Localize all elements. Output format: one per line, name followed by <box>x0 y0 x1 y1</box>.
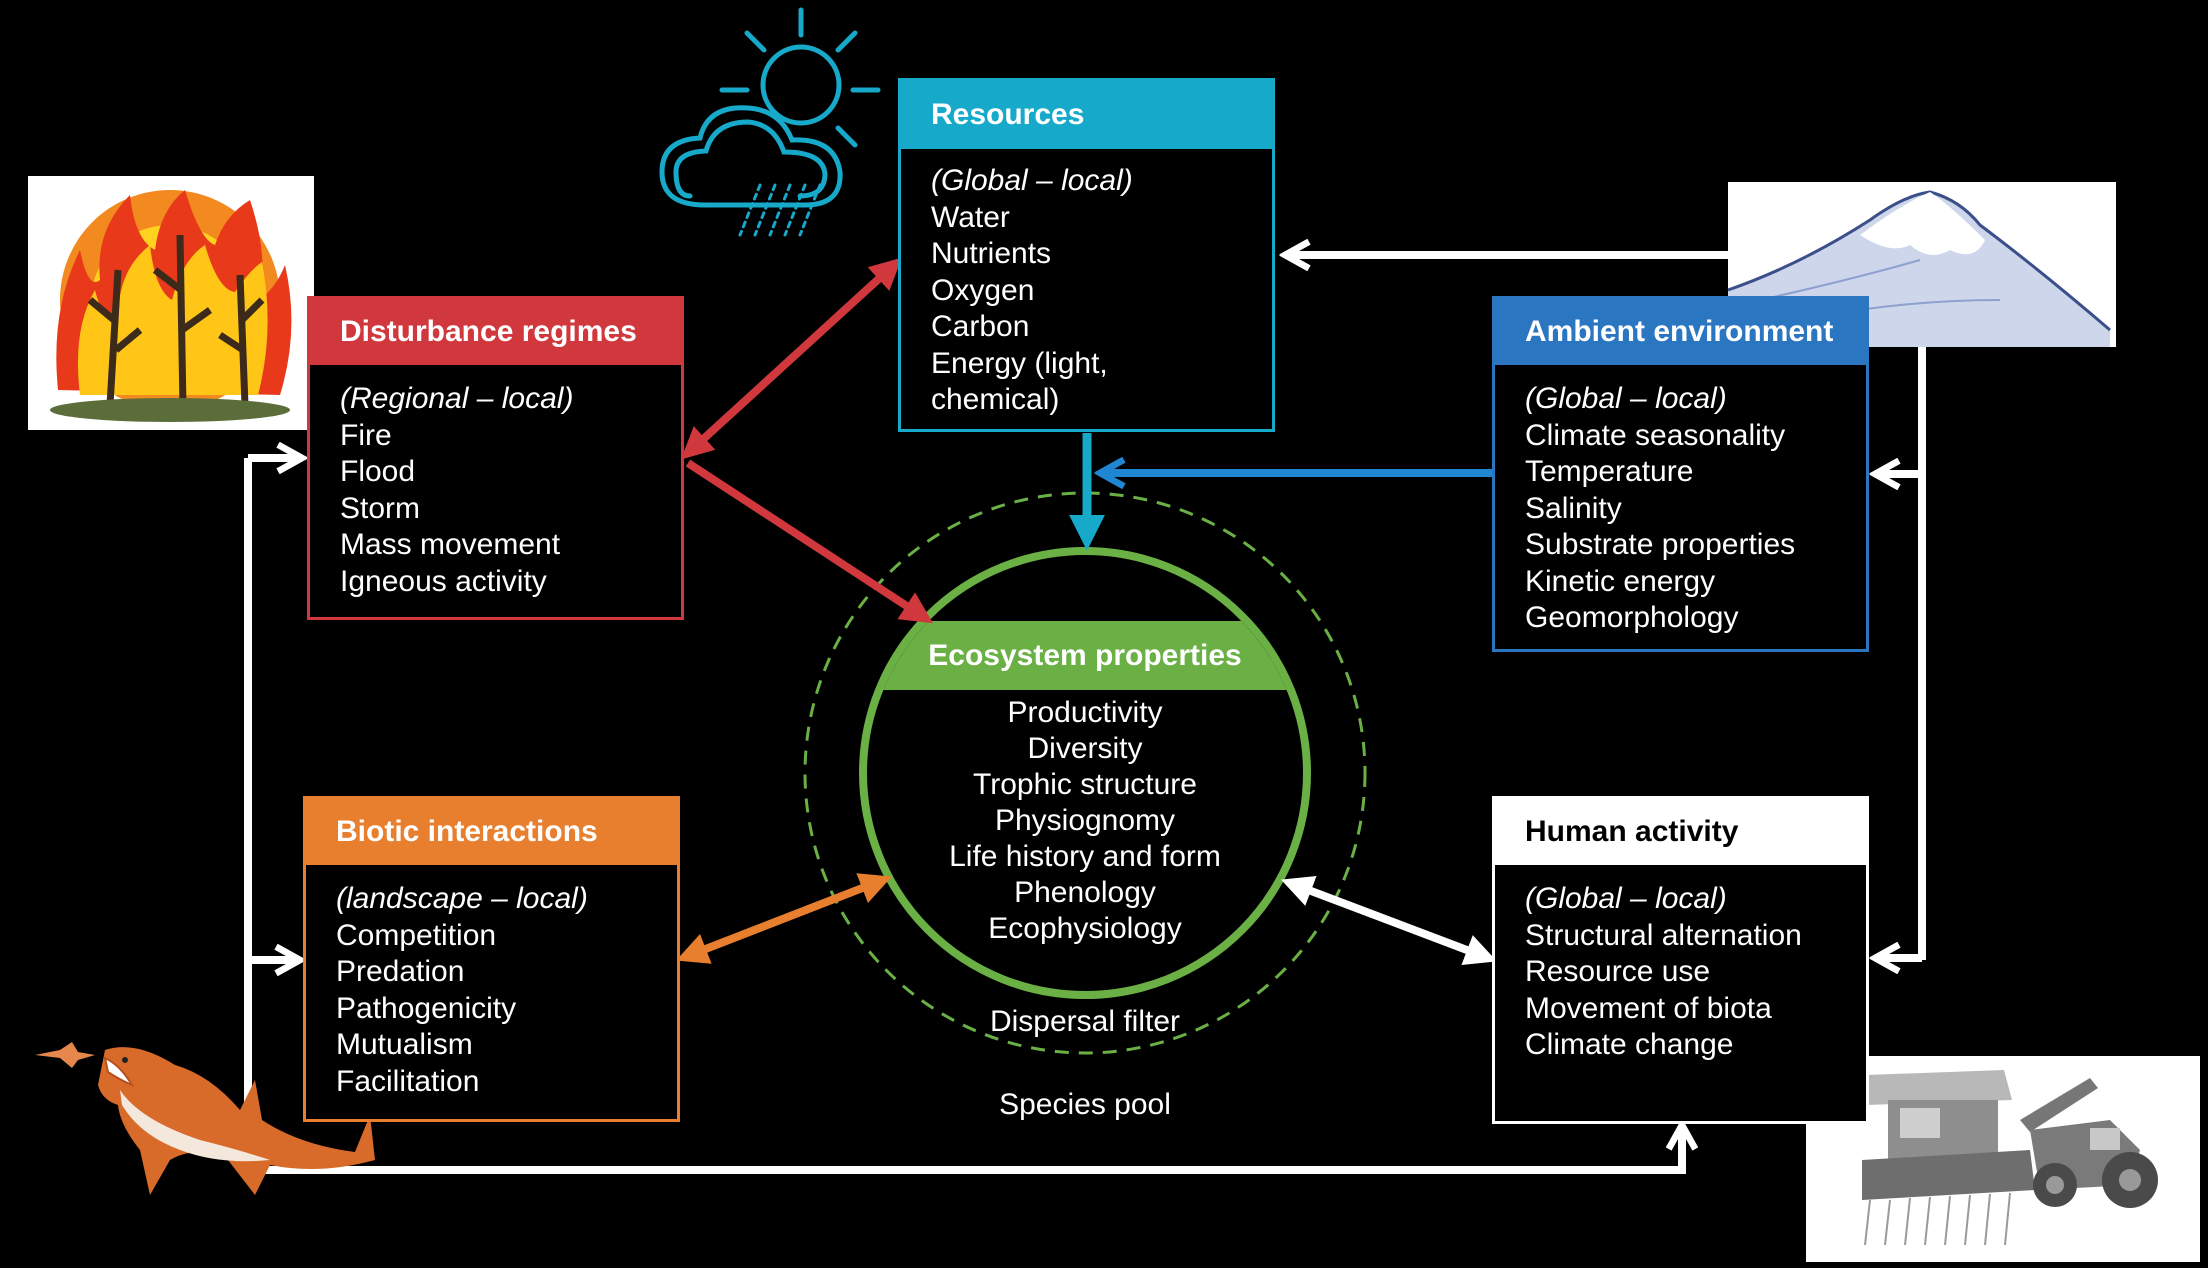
ecosystem-header-band <box>867 621 1303 690</box>
human-title: Human activity <box>1525 815 1739 848</box>
resources-item: Nutrients <box>931 237 1052 270</box>
disturbance-list: (Regional – local) Fire Flood Storm Mass… <box>310 365 681 610</box>
disturbance-item: Mass movement <box>340 528 561 561</box>
disturbance-item: Fire <box>340 418 392 452</box>
weather-icon <box>659 7 881 237</box>
resources-item: Oxygen <box>931 273 1035 307</box>
ecosystem-item: Physiognomy <box>994 804 1176 837</box>
ambient-header: Ambient environment <box>1495 299 1866 365</box>
ambient-title: Ambient environment <box>1525 315 1834 348</box>
human-list: (Global – local) Structural alternation … <box>1495 865 1866 1074</box>
ambient-list: (Global – local) Climate seasonality Tem… <box>1495 365 1866 647</box>
disturbance-item: Storm <box>340 491 421 525</box>
ecosystem-item: Trophic structure <box>973 768 1197 801</box>
human-scope: (Global – local) <box>1525 882 1727 915</box>
harvester-icon <box>1806 1056 2200 1262</box>
ambient-item: Geomorphology <box>1525 601 1739 634</box>
biotic-item: Mutualism <box>336 1028 473 1061</box>
resources-item: Water <box>931 200 1010 234</box>
shark-icon <box>35 1042 375 1195</box>
ecosystem-item: Ecophysiology <box>988 912 1182 945</box>
biotic-list: (landscape – local) Competition Predatio… <box>306 865 677 1110</box>
biotic-box: Biotic interactions (landscape – local) … <box>303 796 680 1122</box>
forest-fire-icon <box>28 176 314 430</box>
biotic-item: Pathogenicity <box>336 991 517 1025</box>
ecosystem-item: Productivity <box>1007 696 1163 729</box>
arrow-disturbance-resources <box>680 257 903 460</box>
resources-scope: (Global – local) <box>931 164 1133 197</box>
arrow-biotic-ecosystem <box>676 873 892 964</box>
human-item: Movement of biota <box>1525 991 1772 1025</box>
ecosystem-item: Life history and form <box>949 840 1221 873</box>
resources-item: Energy (light, <box>931 346 1108 380</box>
biotic-header: Biotic interactions <box>306 799 677 865</box>
disturbance-title: Disturbance regimes <box>340 315 637 348</box>
ecosystem-item: Phenology <box>1014 876 1156 909</box>
arrow-disturbance-to-ecosystem <box>685 459 934 624</box>
resources-box: Resources (Global – local) Water Nutrien… <box>898 78 1275 432</box>
disturbance-item: Igneous activity <box>340 564 547 598</box>
resources-list: (Global – local) Water Nutrients Oxygen … <box>901 149 1272 429</box>
resources-item: chemical) <box>931 383 1060 416</box>
biotic-item: Competition <box>336 918 497 952</box>
disturbance-box: Disturbance regimes (Regional – local) F… <box>307 296 684 620</box>
human-item: Structural alternation <box>1525 918 1802 952</box>
biotic-title: Biotic interactions <box>336 815 598 848</box>
ambient-box: Ambient environment (Global – local) Cli… <box>1492 296 1869 652</box>
ecosystem-title: Ecosystem properties <box>928 639 1242 672</box>
ambient-item: Temperature <box>1525 455 1694 488</box>
disturbance-item: Flood <box>340 455 416 488</box>
ambient-item: Climate seasonality <box>1525 418 1786 452</box>
resources-title: Resources <box>931 98 1085 131</box>
resources-item: Carbon <box>931 310 1030 343</box>
human-header: Human activity <box>1495 799 1866 865</box>
biotic-item: Facilitation <box>336 1064 480 1098</box>
ambient-item: Substrate properties <box>1525 528 1796 561</box>
biotic-item: Predation <box>336 955 465 988</box>
ambient-item: Kinetic energy <box>1525 564 1716 598</box>
arrow-human-ecosystem <box>1281 875 1497 966</box>
species-pool-label: Species pool <box>999 1088 1171 1121</box>
human-item: Climate change <box>1525 1028 1734 1061</box>
disturbance-scope: (Regional – local) <box>340 382 574 415</box>
human-item: Resource use <box>1525 955 1711 988</box>
biotic-scope: (landscape – local) <box>336 882 588 915</box>
ecosystem-list: Productivity Diversity Trophic structure… <box>885 695 1285 947</box>
disturbance-header: Disturbance regimes <box>310 299 681 365</box>
human-box: Human activity (Global – local) Structur… <box>1492 796 1869 1124</box>
ecosystem-item: Diversity <box>1027 732 1143 765</box>
species-pool-circle <box>803 491 1367 1055</box>
ambient-item: Salinity <box>1525 491 1622 525</box>
ambient-scope: (Global – local) <box>1525 382 1727 415</box>
dispersal-filter-label: Dispersal filter <box>989 1005 1181 1038</box>
resources-header: Resources <box>901 81 1272 149</box>
